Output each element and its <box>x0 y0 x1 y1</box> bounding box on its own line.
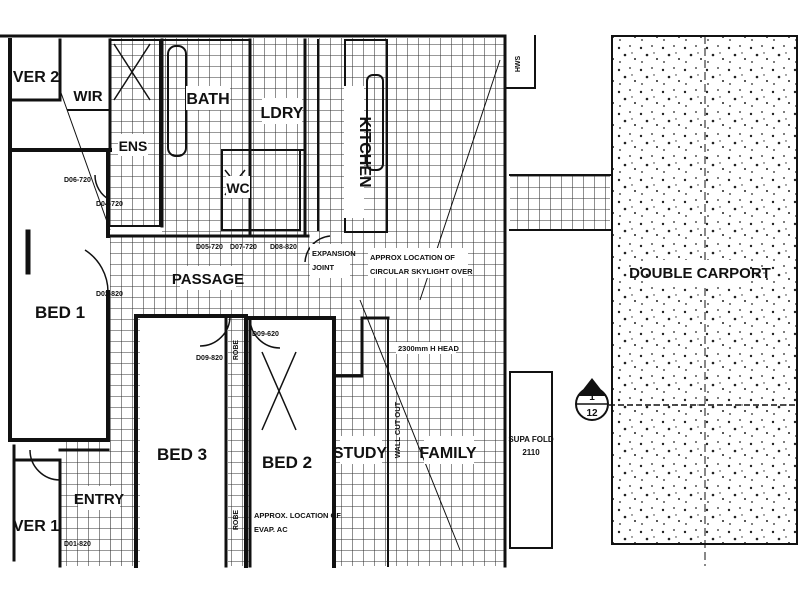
note-expansion-joint-line1: EXPANSION <box>312 249 356 258</box>
door-tag: D08-820 <box>270 244 297 251</box>
room-ldry-label: LDRY <box>261 105 304 122</box>
note-skylight-line2: CIRCULAR SKYLIGHT OVER <box>370 267 473 276</box>
room-double-carport-label: DOUBLE CARPORT <box>629 265 771 282</box>
door-tag: D04-720 <box>96 201 123 208</box>
note-expansion-joint-line2: JOINT <box>312 263 335 272</box>
door-tag: D06-720 <box>64 177 91 184</box>
room-bed3-label: BED 3 <box>157 445 207 464</box>
section-marker-bottom: 12 <box>586 408 598 419</box>
door-tag: D01-820 <box>64 541 91 548</box>
room-bed1-label: BED 1 <box>35 303 85 322</box>
section-marker: 1 12 <box>575 36 797 566</box>
room-ver1-label: VER 1 <box>13 518 59 535</box>
door-tag: D09-820 <box>196 355 223 362</box>
room-bath-label: BATH <box>186 91 229 108</box>
note-skylight-line1: APPROX LOCATION OF <box>370 253 455 262</box>
note-robe-lower: ROBE <box>233 510 240 531</box>
room-wir-label: WIR <box>73 88 102 105</box>
room-kitchen-label: KITCHEN <box>356 116 373 187</box>
room-passage-label: PASSAGE <box>172 271 244 288</box>
door-tags: D06-720 D04-720 D05-720 D07-720 D08-820 … <box>64 177 297 548</box>
note-evap-ac-line1: APPROX. LOCATION OF <box>254 511 341 520</box>
room-ens-label: ENS <box>119 138 148 154</box>
plan-notes: EXPANSION JOINT APPROX LOCATION OF CIRCU… <box>233 56 554 536</box>
note-wall-cut-out: WALL CUT OUT <box>393 401 402 458</box>
room-family-label: FAMILY <box>419 445 477 462</box>
door-tag: D07-720 <box>230 244 257 251</box>
door-tag: D05-720 <box>196 244 223 251</box>
note-robe-upper: ROBE <box>233 340 240 361</box>
room-wc-label: WC <box>226 180 249 196</box>
door-tag: D02-820 <box>96 291 123 298</box>
room-bed2-label: BED 2 <box>262 453 312 472</box>
note-supa-fold-line1: SUPA FOLD <box>508 435 554 444</box>
note-evap-ac-line2: EVAP. AC <box>254 525 288 534</box>
door-tag: D09-620 <box>252 331 279 338</box>
room-labels: VER 2 WIR ENS BATH LDRY KITCHEN WC PASSA… <box>13 62 771 538</box>
room-ver2-label: VER 2 <box>13 69 59 86</box>
note-hws: HWS <box>515 56 522 73</box>
section-marker-top: 1 <box>589 392 595 403</box>
note-supa-fold-line2: 2110 <box>522 448 540 457</box>
room-study-label: STUDY <box>333 445 388 462</box>
note-head-height: 2300mm H HEAD <box>398 344 459 353</box>
room-entry-label: ENTRY <box>74 491 124 508</box>
